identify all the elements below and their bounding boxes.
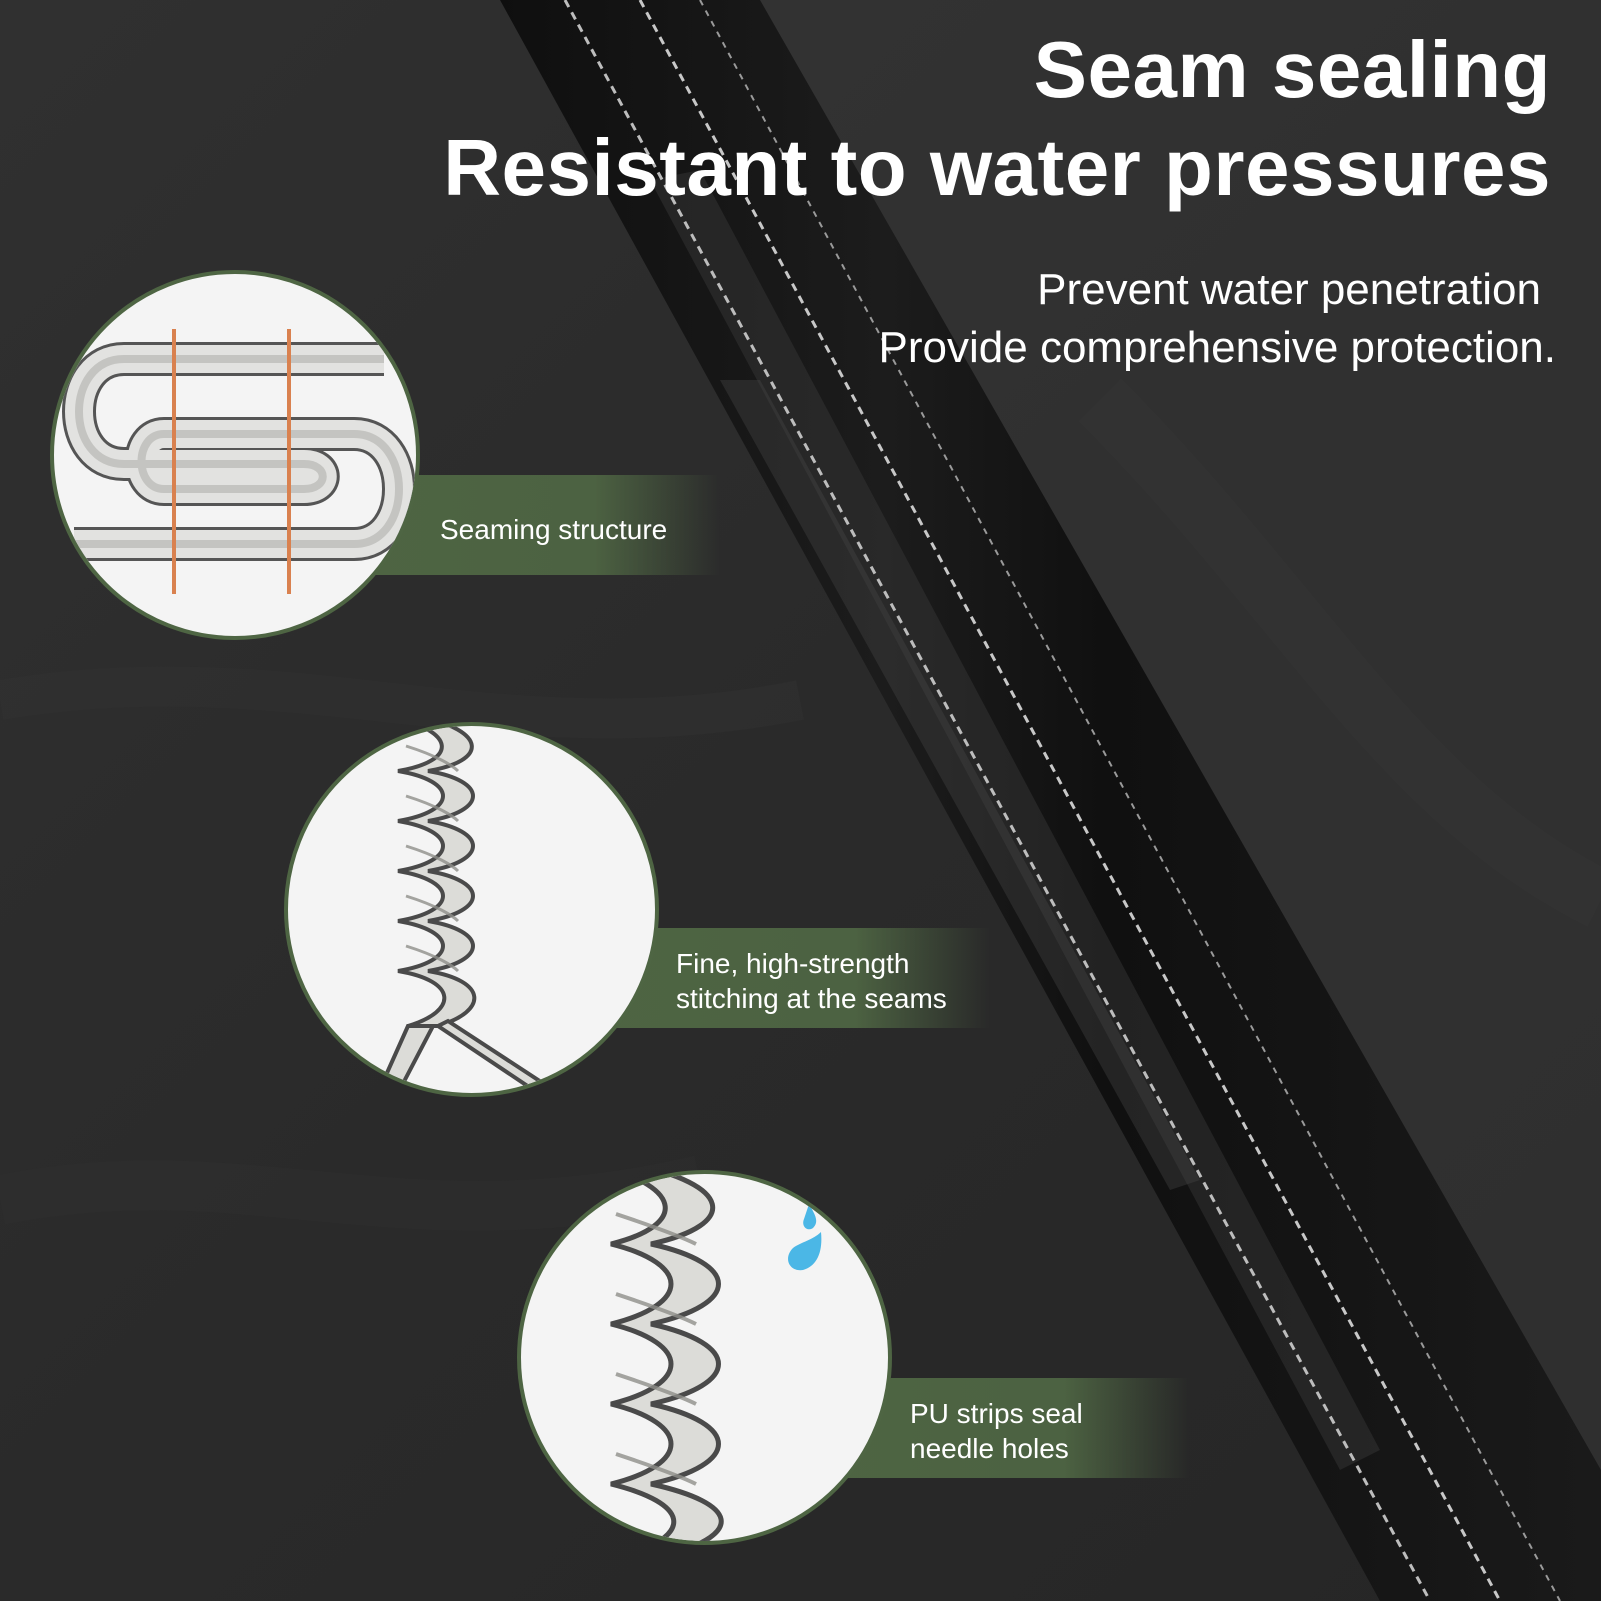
subheadline-line-2: Provide comprehensive protection. <box>878 323 1556 372</box>
feature-label-line: Seaming structure <box>440 514 668 545</box>
sealed-thread-with-water-drops-icon <box>517 1170 892 1545</box>
subheadline-line-1: Prevent water penetration <box>1037 265 1541 314</box>
seaming-structure-icon <box>50 270 420 640</box>
twisted-thread-icon <box>284 722 659 1097</box>
feature-label-line: stitching at the seams <box>676 983 947 1014</box>
headline-line-2: Resistant to water pressures <box>443 123 1551 212</box>
feature-label-line: PU strips seal <box>910 1398 1083 1429</box>
feature-label-line: needle holes <box>910 1433 1069 1464</box>
feature-label: Seaming structure <box>440 512 667 547</box>
feature-label: Fine, high-strength stitching at the sea… <box>676 946 947 1016</box>
headline-line-1: Seam sealing <box>1033 25 1551 114</box>
feature-label-line: Fine, high-strength <box>676 948 910 979</box>
feature-label: PU strips seal needle holes <box>910 1396 1083 1466</box>
